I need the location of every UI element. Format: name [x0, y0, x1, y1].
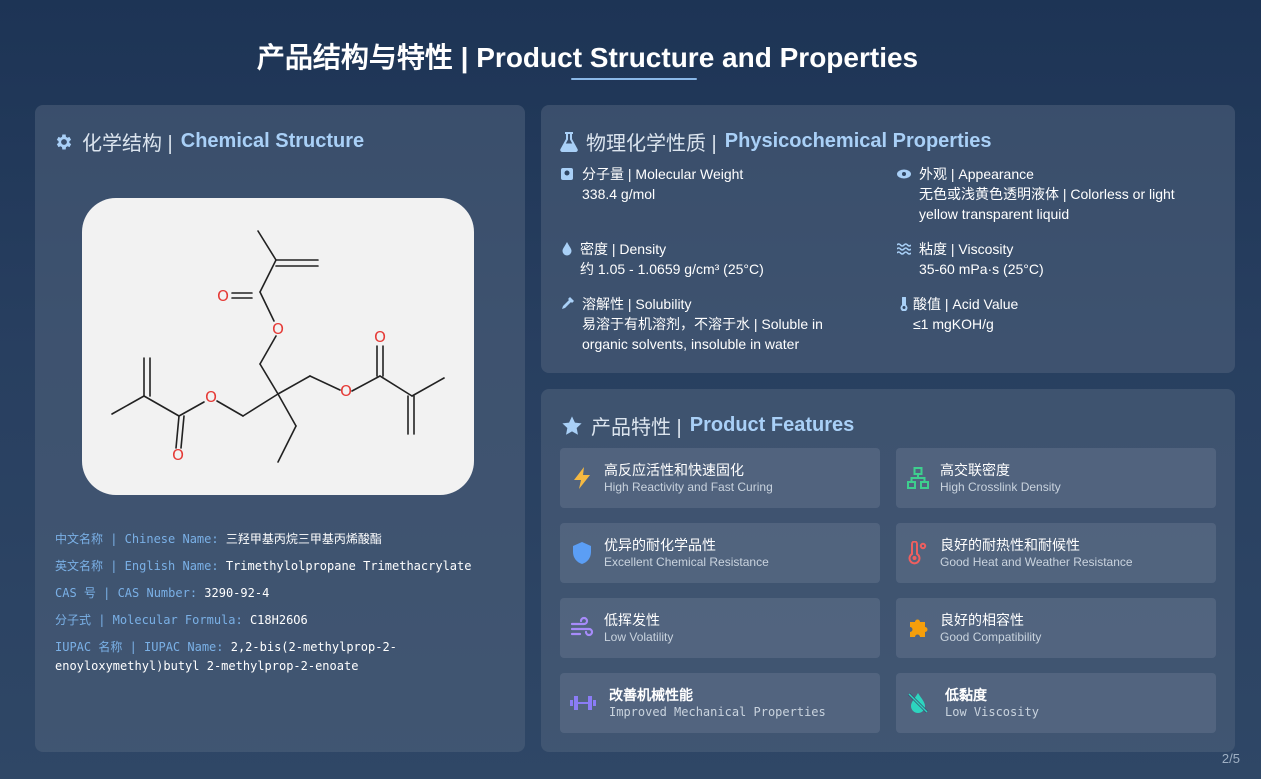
atom-label-carbonyl-o-right: O [374, 328, 386, 346]
product-features-card: 产品特性 | Product Features 高反应活性和快速固化 High … [541, 389, 1235, 752]
weight-scale-icon [561, 168, 573, 180]
physicochemical-title: 物理化学性质 | Physicochemical Properties [560, 127, 992, 156]
feature-card-heat-weather: 良好的耐热性和耐候性 Good Heat and Weather Resista… [896, 523, 1216, 583]
feature-card-chemical-resistance: 优异的耐化学品性 Excellent Chemical Resistance [560, 523, 880, 583]
network-icon [907, 467, 929, 489]
chemical-info-list: 中文名称 | Chinese Name: 三羟甲基丙烷三甲基丙烯酸酯 英文名称 … [55, 530, 515, 684]
wind-icon [570, 616, 594, 637]
chemical-structure-card: 化学结构 | Chemical Structure [35, 105, 525, 752]
feature-card-compatibility: 良好的相容性 Good Compatibility [896, 598, 1216, 658]
info-row-cas-number: CAS 号 | CAS Number: 3290-92-4 [55, 586, 270, 600]
star-icon [562, 415, 582, 435]
info-row-english-name: 英文名称 | English Name: Trimethylolpropane … [55, 559, 472, 573]
product-features-title-zh: 产品特性 | [591, 417, 682, 439]
feature-card-crosslink: 高交联密度 High Crosslink Density [896, 448, 1216, 508]
atom-label-carbonyl-o-top: O [217, 287, 229, 305]
info-row-molecular-formula: 分子式 | Molecular Formula: C18H26O6 [55, 613, 308, 627]
title-underline [571, 78, 697, 80]
chemical-structure-title-zh: 化学结构 | [82, 133, 173, 155]
physicochemical-title-zh: 物理化学性质 | [586, 133, 717, 155]
info-row-iupac-name: IUPAC 名称 | IUPAC Name: 2,2-bis(2-methylp… [55, 640, 397, 673]
chemical-structure-title-en: Chemical Structure [180, 130, 365, 152]
info-row-chinese-name: 中文名称 | Chinese Name: 三羟甲基丙烷三甲基丙烯酸酯 [55, 532, 382, 546]
eyedropper-icon [562, 297, 574, 309]
chemical-structure-title: 化学结构 | Chemical Structure [54, 127, 364, 156]
product-features-title: 产品特性 | Product Features [561, 411, 854, 440]
atom-label-carbonyl-o-left: O [172, 446, 184, 464]
atom-label-ester-o-right: O [340, 382, 352, 400]
atom-label-ester-o-left: O [205, 388, 217, 406]
shield-icon [573, 542, 591, 564]
puzzle-piece-icon [910, 619, 928, 637]
feature-card-reactivity: 高反应活性和快速固化 High Reactivity and Fast Curi… [560, 448, 880, 508]
dumbbell-icon [570, 696, 596, 710]
feature-card-low-volatility: 低挥发性 Low Volatility [560, 598, 880, 658]
feature-card-low-viscosity: 低黏度 Low Viscosity [896, 673, 1216, 733]
product-features-title-en: Product Features [689, 414, 855, 436]
page-number: 2/5 [1221, 751, 1240, 766]
molecule-diagram: O O O O O O [82, 198, 474, 495]
water-waves-icon [897, 243, 911, 255]
physicochemical-title-en: Physicochemical Properties [724, 130, 992, 152]
lightning-bolt-icon [574, 467, 590, 489]
eye-icon [897, 169, 911, 179]
physicochemical-properties-card: 物理化学性质 | Physicochemical Properties 分子量 … [541, 105, 1235, 373]
droplet-icon [562, 242, 572, 256]
temperature-icon [908, 541, 927, 565]
flask-icon [560, 131, 578, 152]
page-title: 产品结构与特性 | Product Structure and Properti… [256, 42, 919, 73]
molecule-structure-svg: O O O O O O [111, 230, 445, 464]
feature-card-mechanical: 改善机械性能 Improved Mechanical Properties [560, 673, 880, 733]
thermometer-icon [900, 297, 908, 311]
gear-icon [56, 134, 72, 149]
atom-label-ester-o-top: O [272, 320, 284, 338]
tint-slash-icon [907, 692, 929, 714]
